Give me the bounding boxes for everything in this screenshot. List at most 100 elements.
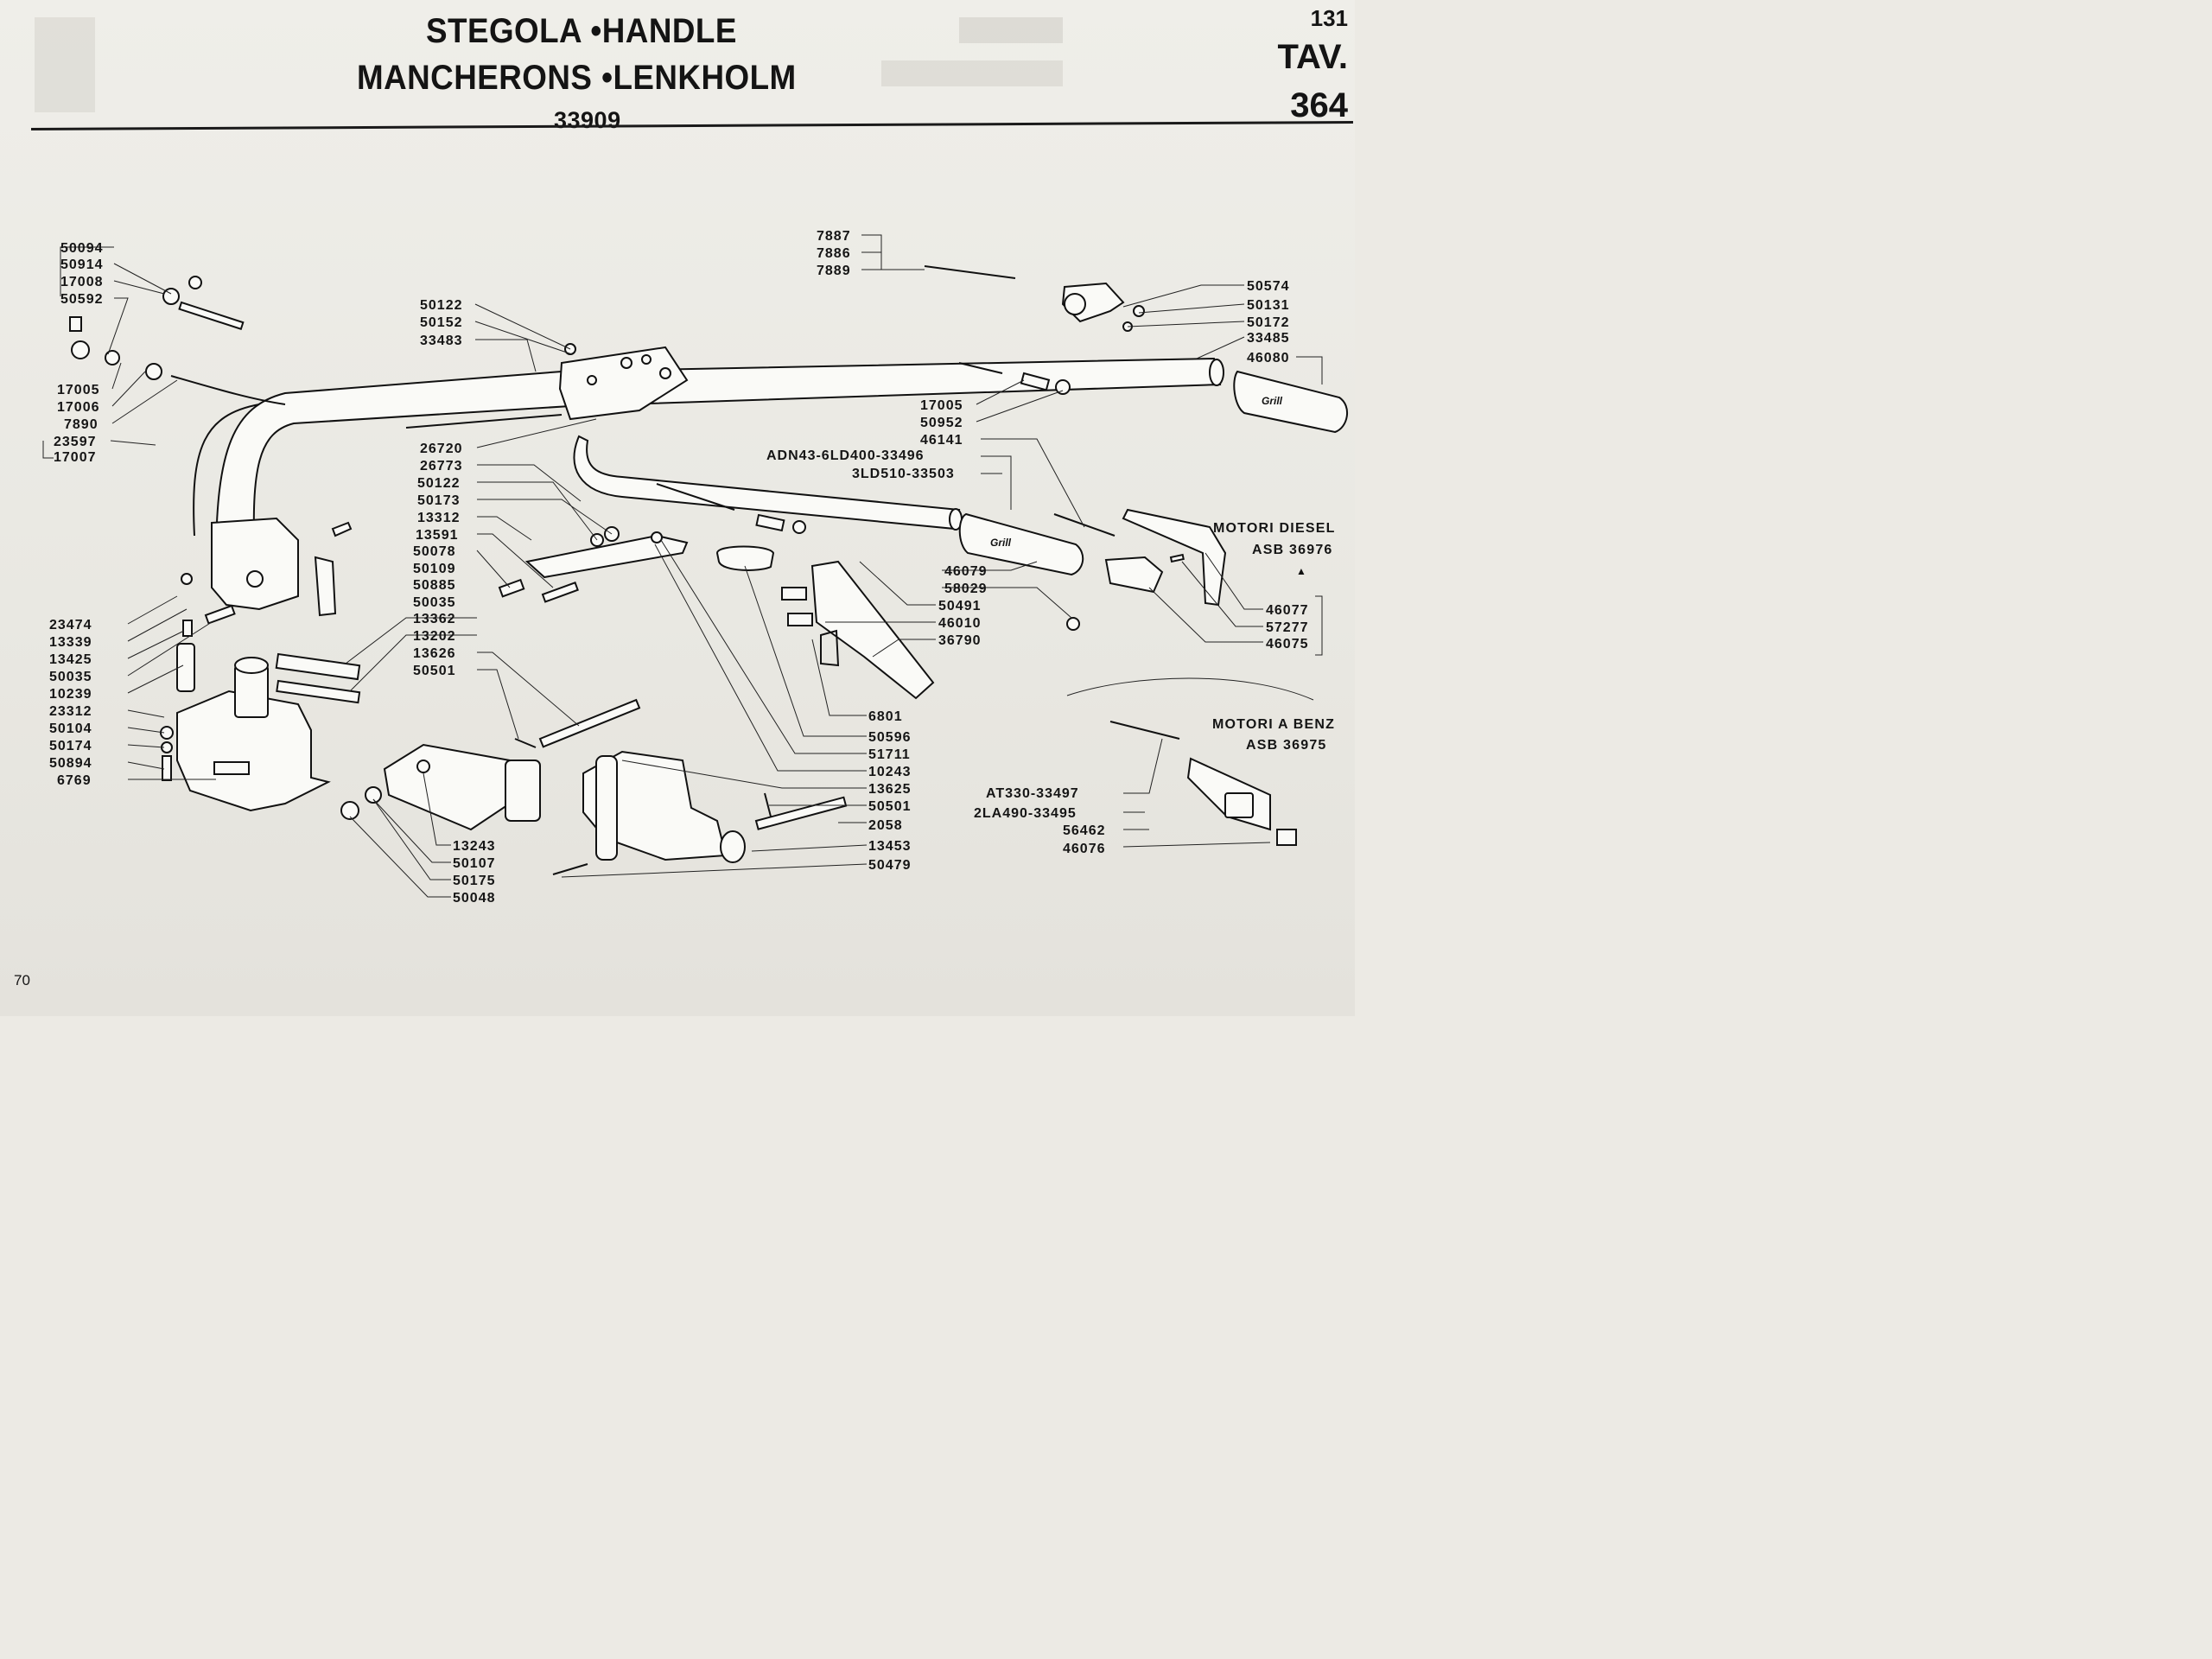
callout-50035-mid: 50035 bbox=[413, 595, 456, 610]
callout-51711: 51711 bbox=[868, 747, 911, 762]
handlebar-tube bbox=[214, 357, 1224, 563]
table-label: TAV. bbox=[1277, 38, 1348, 76]
callout-2058: 2058 bbox=[868, 818, 903, 833]
callout-17005-left: 17005 bbox=[57, 383, 100, 397]
pivot-base bbox=[176, 657, 331, 812]
grip-brand-left: Grill bbox=[990, 537, 1012, 549]
callout-3ld510-33503: 3LD510-33503 bbox=[852, 467, 955, 481]
callout-46010: 46010 bbox=[938, 616, 982, 631]
callout-17007: 17007 bbox=[54, 450, 97, 465]
callout-56462: 56462 bbox=[1063, 823, 1106, 838]
callout-50596: 50596 bbox=[868, 730, 912, 745]
callout-13425: 13425 bbox=[49, 652, 92, 667]
petrol-section-title: MOTORI A BENZ bbox=[1212, 717, 1335, 732]
callout-50078: 50078 bbox=[413, 544, 456, 559]
callout-50175: 50175 bbox=[453, 874, 496, 888]
footer-page-number: 70 bbox=[14, 972, 30, 988]
callout-50104: 50104 bbox=[49, 721, 92, 736]
grip-brand-right: Grill bbox=[1262, 395, 1283, 407]
callout-50122-top: 50122 bbox=[420, 298, 463, 313]
callout-13626: 13626 bbox=[413, 646, 456, 661]
callout-50131: 50131 bbox=[1247, 298, 1290, 313]
callout-13339: 13339 bbox=[49, 635, 92, 650]
callout-50574: 50574 bbox=[1247, 279, 1290, 294]
callout-23474: 23474 bbox=[49, 618, 92, 632]
callout-50501-right: 50501 bbox=[868, 799, 912, 814]
top-bracket bbox=[558, 345, 689, 421]
assembly-code: 33909 bbox=[554, 107, 621, 133]
callout-13362: 13362 bbox=[413, 612, 456, 626]
callout-57277: 57277 bbox=[1266, 620, 1309, 635]
callout-adn43-33496: ADN43-6LD400-33496 bbox=[766, 448, 925, 463]
callout-50952: 50952 bbox=[920, 416, 963, 430]
callout-50174: 50174 bbox=[49, 739, 92, 753]
callout-46075: 46075 bbox=[1266, 637, 1309, 652]
callout-10239: 10239 bbox=[49, 687, 92, 702]
bleed-through bbox=[35, 17, 1063, 112]
title-line-2: MANCHERONS •LENKHOLM bbox=[357, 59, 797, 97]
catalog-page-number: 131 bbox=[1310, 5, 1348, 31]
cables bbox=[170, 265, 1116, 537]
callout-46079: 46079 bbox=[944, 564, 988, 579]
callout-13625: 13625 bbox=[868, 782, 912, 797]
table-number: 364 bbox=[1290, 86, 1348, 124]
diesel-section-title: MOTORI DIESEL bbox=[1213, 521, 1336, 536]
callout-6769: 6769 bbox=[57, 773, 92, 788]
callout-50035-left: 50035 bbox=[49, 670, 92, 684]
callout-50094: 50094 bbox=[60, 241, 104, 256]
leader-lines bbox=[42, 234, 1323, 898]
callout-7890: 7890 bbox=[64, 417, 99, 432]
handlebar-grips: Grill Grill bbox=[958, 370, 1348, 576]
callout-26773: 26773 bbox=[420, 459, 463, 474]
callout-50122-mid: 50122 bbox=[417, 476, 461, 491]
hardware bbox=[69, 276, 1297, 875]
callout-46141: 46141 bbox=[920, 433, 963, 448]
callout-50173: 50173 bbox=[417, 493, 461, 508]
callout-10243: 10243 bbox=[868, 765, 912, 779]
height-adjuster bbox=[582, 750, 746, 863]
callout-58029: 58029 bbox=[944, 582, 988, 596]
callout-7887: 7887 bbox=[817, 229, 851, 244]
handle-clamp bbox=[211, 517, 353, 617]
callout-50048: 50048 bbox=[453, 891, 496, 906]
callout-50914: 50914 bbox=[60, 257, 104, 272]
petrol-section-asb: ASB 36975 bbox=[1246, 738, 1327, 753]
callout-46080: 46080 bbox=[1247, 351, 1290, 365]
callout-50109: 50109 bbox=[413, 562, 456, 576]
catalog-sheet: STEGOLA •HANDLE MANCHERONS •LENKHOLM 339… bbox=[0, 0, 1355, 1016]
stop-switch bbox=[1061, 282, 1271, 831]
callout-50107: 50107 bbox=[453, 856, 496, 871]
callout-36790: 36790 bbox=[938, 633, 982, 648]
callout-6801: 6801 bbox=[868, 709, 903, 724]
callout-46077: 46077 bbox=[1266, 603, 1309, 618]
callout-labels: 50094 50914 17008 50592 17005 17006 7890… bbox=[49, 229, 1336, 906]
exploded-diagram: Grill Grill bbox=[35, 17, 1348, 906]
callout-50885: 50885 bbox=[413, 578, 456, 593]
callout-2la490-33495: 2LA490-33495 bbox=[974, 806, 1077, 821]
callout-23597: 23597 bbox=[54, 435, 97, 449]
hinge-bracket bbox=[340, 743, 541, 831]
callout-50152: 50152 bbox=[420, 315, 463, 330]
callout-50479: 50479 bbox=[868, 858, 912, 873]
callout-50501-mid: 50501 bbox=[413, 664, 456, 678]
clutch-lever bbox=[524, 508, 1227, 700]
diesel-arrow-icon: ▲ bbox=[1296, 565, 1306, 577]
callout-17008: 17008 bbox=[60, 275, 104, 289]
callout-50491: 50491 bbox=[938, 599, 982, 613]
diesel-section-asb: ASB 36976 bbox=[1252, 543, 1333, 557]
callout-33483: 33483 bbox=[420, 334, 463, 348]
callout-26720: 26720 bbox=[420, 442, 463, 456]
callout-50172: 50172 bbox=[1247, 315, 1290, 330]
callout-13202: 13202 bbox=[413, 629, 456, 644]
callout-13312: 13312 bbox=[417, 511, 461, 525]
callout-50894: 50894 bbox=[49, 756, 92, 771]
callout-33485: 33485 bbox=[1247, 331, 1290, 346]
title-line-1: STEGOLA •HANDLE bbox=[426, 12, 737, 50]
callout-23312: 23312 bbox=[49, 704, 92, 719]
callout-at330-33497: AT330-33497 bbox=[986, 786, 1079, 801]
callout-17005-right: 17005 bbox=[920, 398, 963, 413]
callout-7889: 7889 bbox=[817, 264, 851, 278]
callout-13591: 13591 bbox=[416, 528, 459, 543]
callout-13453: 13453 bbox=[868, 839, 912, 854]
callout-17006: 17006 bbox=[57, 400, 100, 415]
